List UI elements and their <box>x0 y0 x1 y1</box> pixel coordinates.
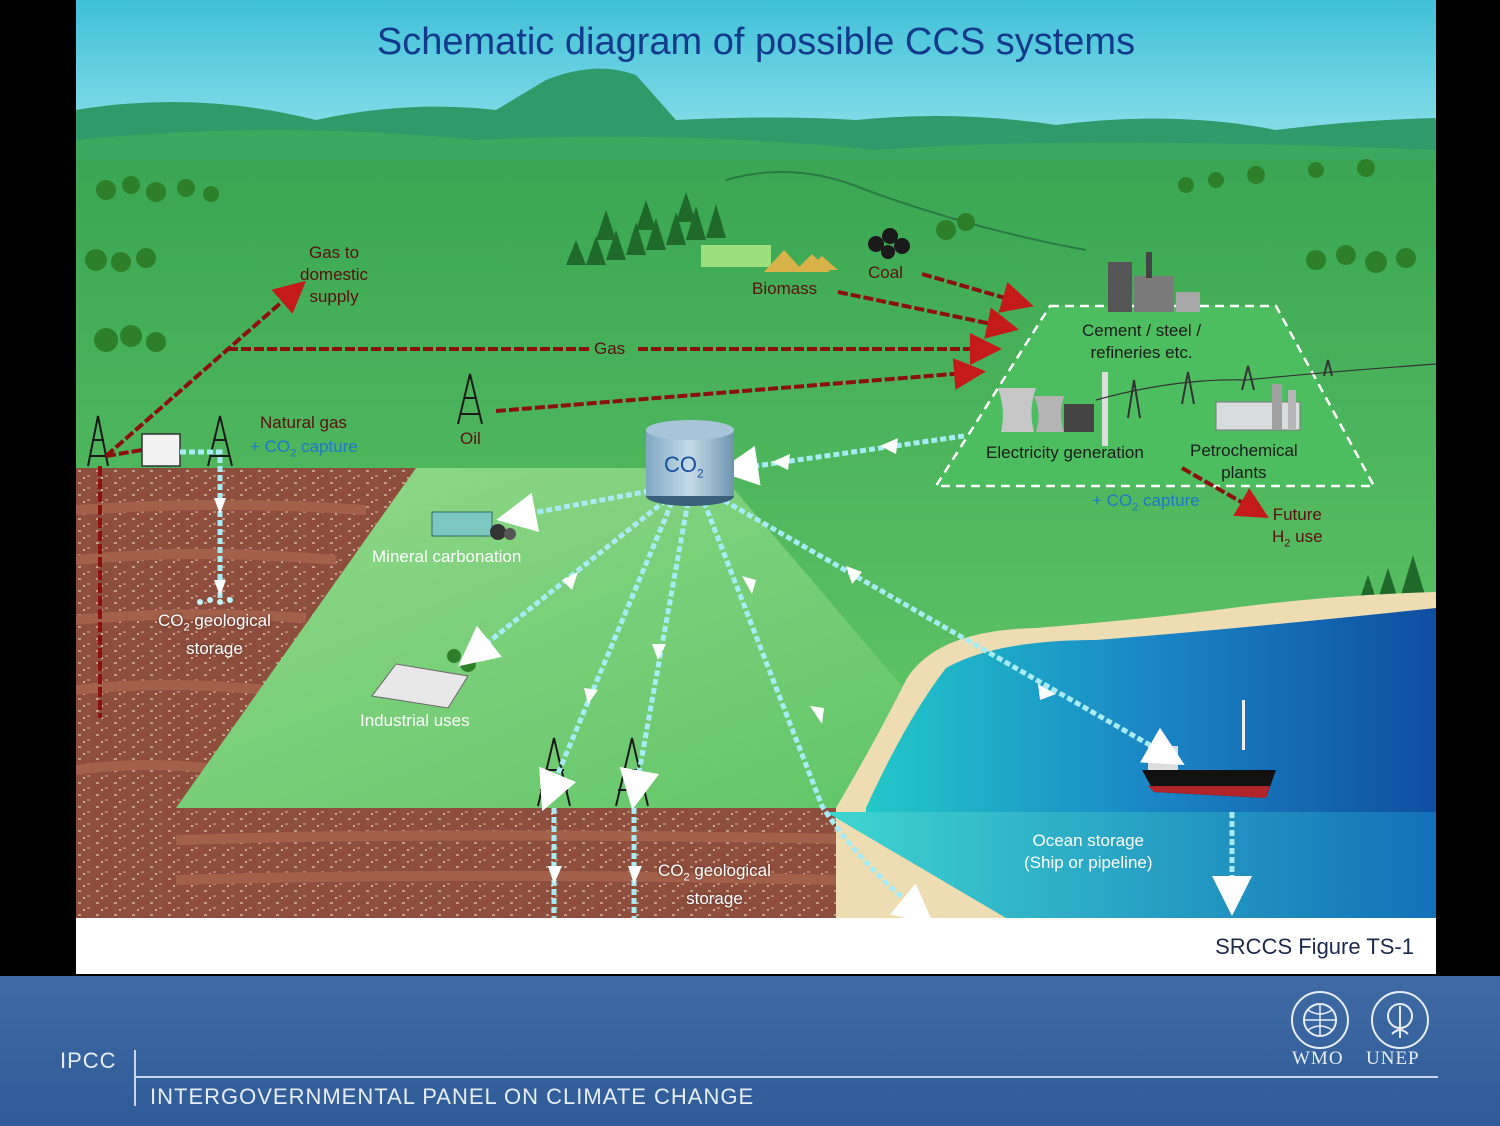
strata-lines <box>76 500 367 775</box>
trees <box>85 159 1416 352</box>
ipcc-footer: IPCC INTERGOVERNMENTAL PANEL ON CLIMATE … <box>0 976 1500 1126</box>
sea <box>866 608 1436 812</box>
label-natural-gas-capture: + CO2 capture <box>250 437 358 460</box>
plateau <box>176 468 1006 808</box>
petrochemical-plant <box>1215 384 1301 431</box>
unep-logo-icon <box>1371 991 1429 1049</box>
label-ocean-storage: Ocean storage (Ship or pipeline) <box>1024 831 1153 872</box>
label-co2-geological-storage-bottom: CO2 geological storage <box>658 861 771 909</box>
fuel-flows <box>98 272 1269 718</box>
label-co2-geological-storage-left: CO2 geological storage <box>158 611 271 659</box>
label-cement-steel-refineries: Cement / steel / refineries etc. <box>1082 321 1202 362</box>
label-petrochemical-plants: Petrochemical plants <box>1190 441 1298 482</box>
label-mineral-carbonation: Mineral carbonation <box>372 547 522 566</box>
coal-pile <box>868 228 910 259</box>
ipcc-full-name: INTERGOVERNMENTAL PANEL ON CLIMATE CHANG… <box>150 1084 755 1109</box>
gas-processing-building <box>141 433 181 467</box>
footer-divider-horizontal <box>136 1076 1438 1078</box>
label-future-h2-use: Future H2 use <box>1272 505 1323 550</box>
pipeline-arrowheads <box>214 438 1056 884</box>
power-station <box>998 372 1108 446</box>
figure-caption: SRCCS Figure TS-1 <box>1215 934 1414 959</box>
footer-divider-vertical <box>134 1050 136 1106</box>
co2-geological-reservoir-left <box>197 597 233 605</box>
label-biomass: Biomass <box>752 279 818 298</box>
cement-plant <box>1108 252 1200 312</box>
ccs-figure: Schematic diagram of possible CCS system… <box>76 0 1436 974</box>
wmo-logo-icon <box>1291 991 1349 1049</box>
ridge-line <box>725 171 1087 251</box>
diagram-title: Schematic diagram of possible CCS system… <box>376 21 1136 63</box>
label-plant-co2-capture: + CO2 capture <box>1092 491 1200 514</box>
wmo-logo-text: WMO <box>1292 1048 1344 1069</box>
label-electricity-generation: Electricity generation <box>986 443 1144 462</box>
ipcc-abbreviation: IPCC <box>60 1048 117 1073</box>
label-industrial-uses: Industrial uses <box>360 711 470 730</box>
label-coal: Coal <box>868 263 903 282</box>
pylons <box>1127 359 1333 419</box>
ccs-diagram <box>76 0 1436 918</box>
plant-region-boundary <box>933 304 1377 488</box>
biomass-piles <box>764 250 838 272</box>
label-oil: Oil <box>460 429 481 448</box>
unep-logo-text: UNEP <box>1366 1048 1420 1069</box>
label-co2-tank: CO2 <box>664 452 704 481</box>
label-natural-gas: Natural gas <box>260 413 347 432</box>
co2-storage-tank <box>646 420 734 506</box>
ocean-depth <box>826 812 1436 918</box>
label-gas: Gas <box>594 339 626 358</box>
crop-field <box>701 245 771 267</box>
label-gas-to-domestic: Gas to domestic supply <box>300 243 369 306</box>
conifer-forest <box>566 192 1425 610</box>
power-line <box>1095 363 1436 401</box>
